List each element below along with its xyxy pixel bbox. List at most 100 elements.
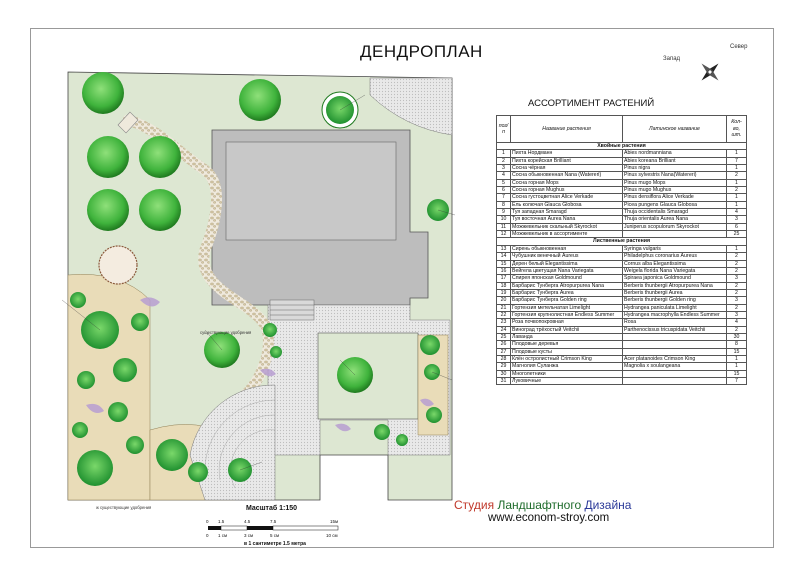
shrubs-right	[263, 323, 442, 446]
scale-note: в 1 сантиметре 1.5 метра	[244, 541, 306, 547]
compass-rose-icon	[701, 63, 719, 81]
cell-plant-name: Туя западная Smaragd	[510, 208, 623, 217]
cell-latin-name: Pinus mugo Mops	[622, 178, 727, 188]
cell-position: 13	[496, 244, 511, 254]
scale-bar	[208, 525, 339, 531]
cell-position: 2	[496, 156, 511, 166]
cell-position: 30	[496, 369, 511, 379]
cell-plant-name: Виноград трёхостый Veitchii	[510, 325, 623, 334]
cell-latin-name: Hydrangea macrophylla Endless Summer	[622, 310, 727, 320]
cell-position: 16	[496, 266, 511, 276]
fruit-tree	[139, 189, 181, 231]
cell-plant-name: Пихта корейская Brilliant	[510, 156, 623, 166]
cell-latin-name: Picea pungens Glauca Globosa	[622, 200, 727, 210]
cell-position: 22	[496, 310, 511, 320]
cell-plant-name: Пихта Нордманн	[510, 149, 623, 158]
cell-latin-name	[622, 340, 727, 349]
cell-plant-name: Луковичные	[510, 376, 623, 386]
cell-position: 20	[496, 296, 511, 305]
scale-bottom-tick: 1 см	[218, 533, 227, 538]
cell-quantity: 7	[726, 376, 747, 386]
cell-position: 15	[496, 259, 511, 268]
cell-position: 14	[496, 252, 511, 261]
cell-quantity: 1	[726, 164, 747, 173]
scale-top-tick: 1.5	[218, 519, 225, 524]
cell-plant-name: Можжевельник в ассортименте	[510, 230, 623, 239]
cell-latin-name: Magnolia x soulangeana	[622, 362, 727, 371]
cell-quantity: 1	[726, 362, 747, 371]
lavender-borders	[86, 297, 434, 432]
cell-position: 23	[496, 318, 511, 327]
cell-plant-name: Сосна густоцветная Alice Verkade	[510, 193, 623, 202]
cell-quantity: 25	[726, 230, 747, 239]
cell-quantity: 8	[726, 340, 747, 349]
table-section-row: Лиственные растения	[496, 237, 747, 246]
garden-bench	[117, 111, 139, 134]
cell-position: 11	[496, 222, 511, 232]
cell-quantity: 2	[726, 252, 747, 261]
cell-quantity: 2	[726, 303, 747, 312]
cell-latin-name: Cornus alba Elegantissima	[622, 259, 727, 268]
cell-position: 10	[496, 215, 511, 224]
studio-word-3: Дизайна	[584, 498, 632, 512]
cell-latin-name: Weigela florida Nana Variegata	[622, 266, 727, 276]
header-plant-name: Название растения	[510, 115, 623, 143]
cell-position: 29	[496, 362, 511, 371]
cell-quantity: 3	[726, 274, 747, 283]
cell-latin-name: Juniperus scopulorum Skyrockot	[622, 222, 727, 232]
cell-quantity: 1	[726, 354, 747, 364]
studio-word-1: Студия	[454, 498, 495, 512]
scale-bottom-tick: 0	[206, 533, 209, 538]
cell-position: 3	[496, 164, 511, 173]
plan-label-bottom: ж существующие удобрения	[96, 505, 152, 510]
cell-position: 7	[496, 193, 511, 202]
scale-bottom-tick: 3 см	[244, 533, 253, 538]
cell-quantity: 2	[726, 266, 747, 276]
cell-latin-name: Berberis thunbergii Atropurpurea Nana	[622, 281, 727, 290]
cell-plant-name: Магнолия Суланжа	[510, 362, 623, 371]
scale-bottom-tick: 5 см	[270, 533, 279, 538]
cell-position: 4	[496, 171, 511, 180]
cell-plant-name: Ель колючая Glauca Globosa	[510, 200, 623, 210]
round-patio	[189, 384, 276, 501]
cell-quantity: 2	[726, 171, 747, 180]
house-roof	[225, 141, 397, 241]
cell-latin-name: Pinus mugo Mughus	[622, 186, 727, 195]
scale-title: Масштаб 1:150	[246, 505, 298, 512]
compass-north-label: Север	[730, 44, 748, 50]
cell-plant-name: Клён остролистный Crimson King	[510, 354, 623, 364]
scale-top-tick: 15м	[330, 519, 338, 524]
cell-plant-name: Сосна горная Mughus	[510, 186, 623, 195]
cell-position: 31	[496, 376, 511, 386]
stepping-stone-path	[122, 114, 274, 401]
cell-latin-name: Syringa vulgaris	[622, 244, 727, 254]
cell-quantity: 1	[726, 200, 747, 210]
cell-plant-name: Чубушник венечный Aureus	[510, 252, 623, 261]
cell-plant-name: Лаванда	[510, 332, 623, 342]
table-title: АССОРТИМЕНТ РАСТЕНИЙ	[528, 98, 655, 109]
shrubs-left	[70, 292, 252, 486]
cell-latin-name	[622, 230, 727, 239]
cell-quantity: 2	[726, 281, 747, 290]
cell-quantity: 1	[726, 178, 747, 188]
cell-quantity: 2	[726, 288, 747, 298]
cell-position: 8	[496, 200, 511, 210]
cell-plant-name: Барбарис Тунберга Atropurpurea Nana	[510, 281, 623, 290]
cell-plant-name: Барбарис Тунберга Aurea	[510, 288, 623, 298]
cell-position: 25	[496, 332, 511, 342]
cell-latin-name: Thuja occidentalis Smaragd	[622, 208, 727, 217]
